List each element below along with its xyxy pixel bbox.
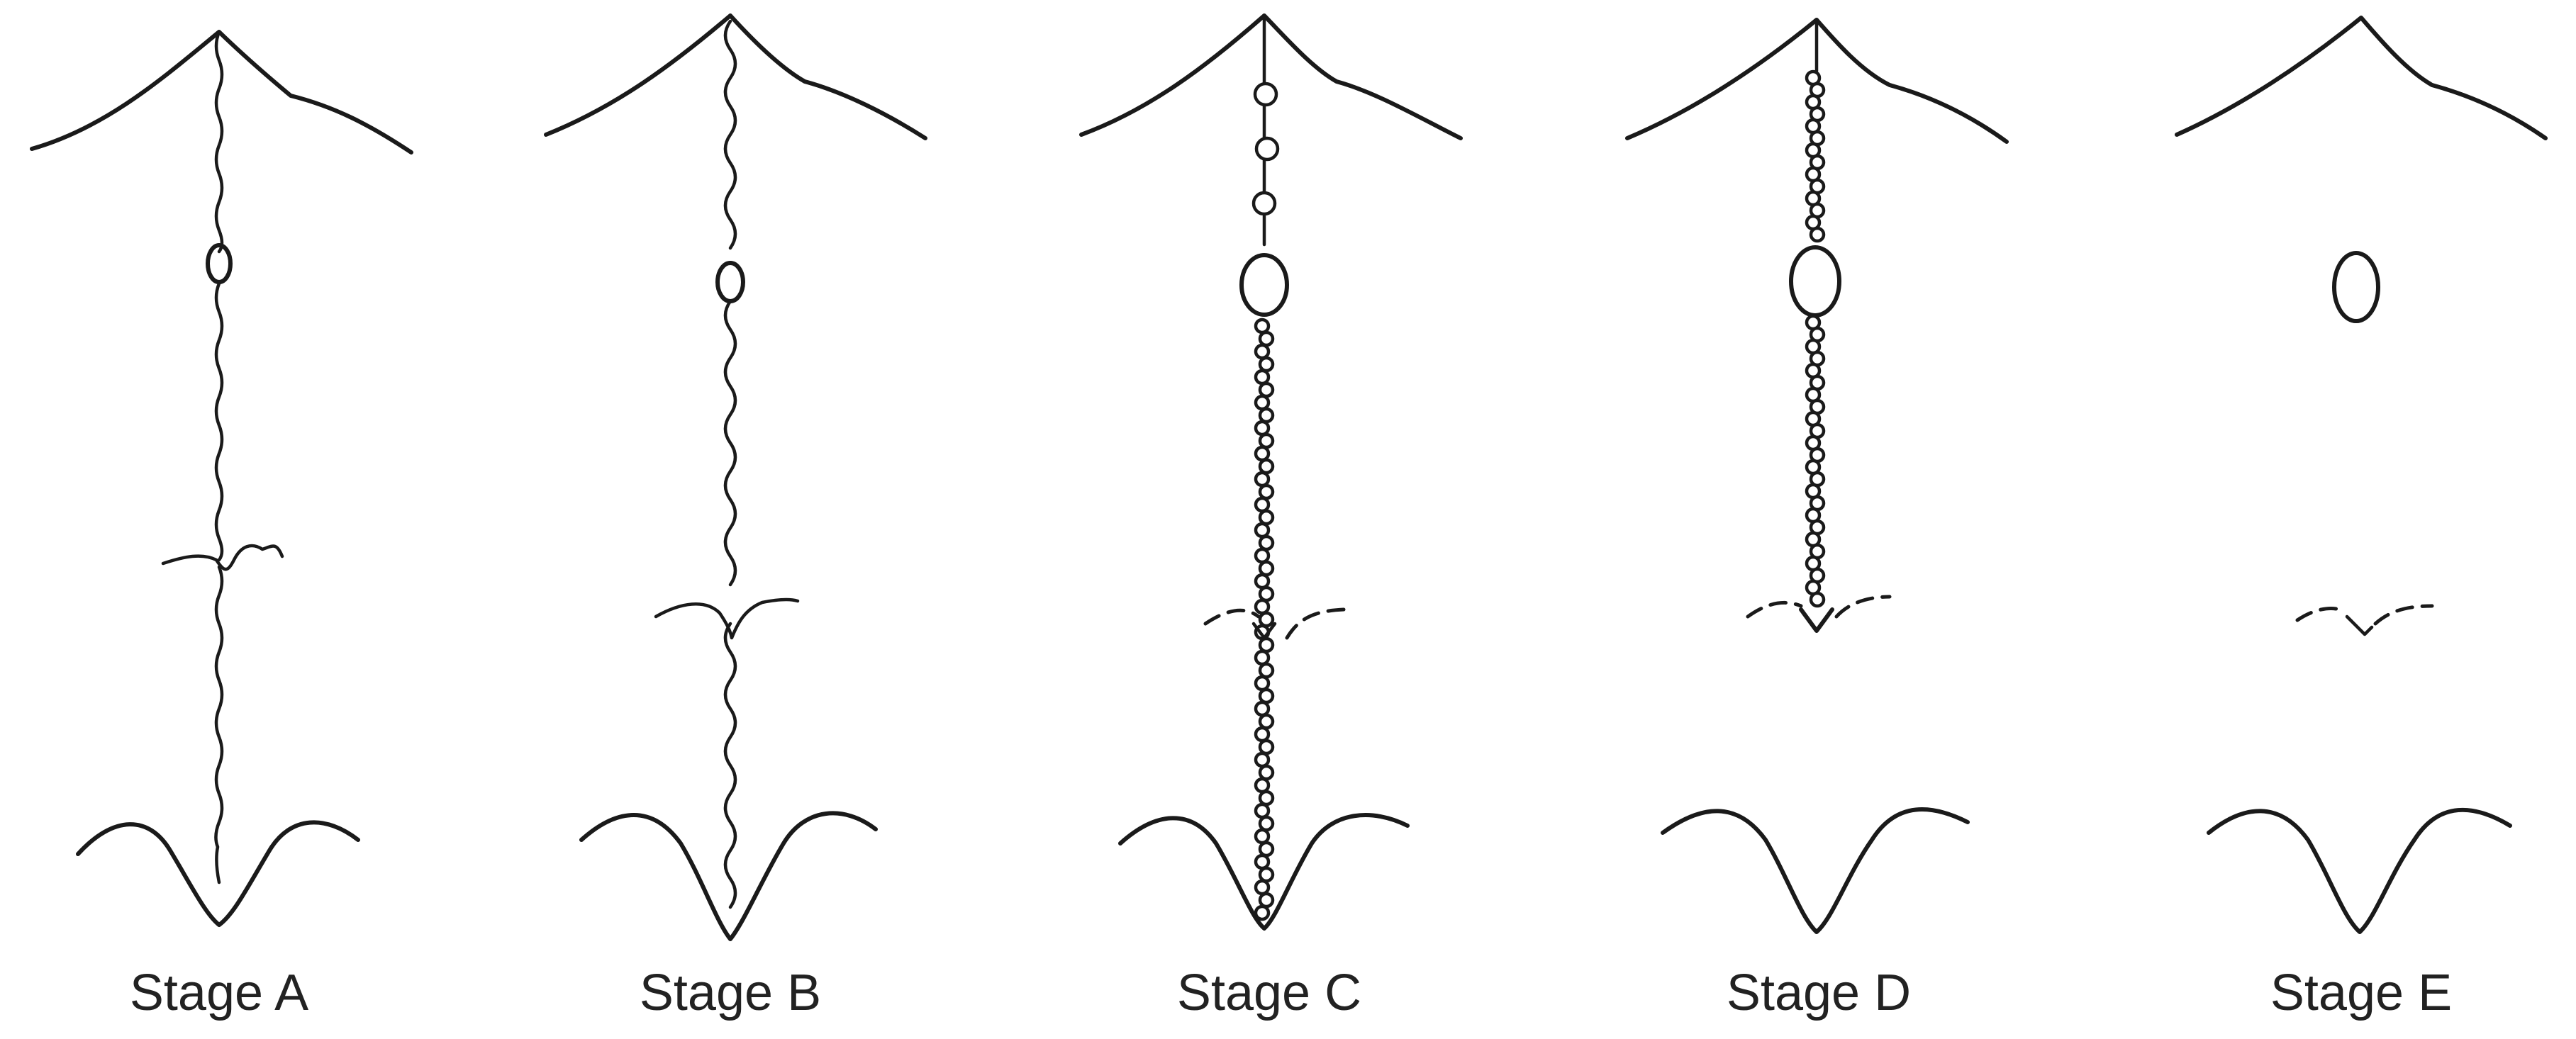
stage-label: Stage E <box>2270 965 2452 1021</box>
bead <box>1258 764 1275 781</box>
bead <box>1254 700 1271 717</box>
stage-label: Stage C <box>1177 965 1361 1021</box>
bead-chain <box>1254 318 1275 921</box>
oval-node <box>1239 253 1289 317</box>
bead <box>1254 394 1271 411</box>
upper-boundary-curve <box>544 13 927 140</box>
bead <box>1254 445 1271 462</box>
crossing-membrane-right <box>1834 595 1892 619</box>
oval-node <box>715 261 745 303</box>
crossing-membrane-middle <box>2345 614 2374 636</box>
stage-e: Stage E <box>2175 16 2548 1021</box>
bead <box>1258 790 1275 807</box>
crossing-membrane <box>654 597 800 640</box>
bead <box>1258 738 1275 756</box>
bead <box>1254 136 1280 162</box>
lower-boundary-curve <box>76 820 360 927</box>
bead <box>1254 547 1271 564</box>
lower-boundary-curve <box>1118 813 1410 931</box>
bead <box>1258 611 1275 628</box>
upper-boundary-curve <box>30 30 413 155</box>
crossing-membrane <box>161 544 284 571</box>
bead <box>1258 509 1275 526</box>
bead <box>1254 369 1271 386</box>
wavy-strand <box>214 30 224 884</box>
chain-arrowhead <box>1251 622 1277 640</box>
stage-a: Stage A <box>30 30 413 1021</box>
stage-c: Stage C <box>1079 13 1463 1021</box>
lower-boundary-curve <box>2207 807 2512 934</box>
bead <box>1258 585 1275 602</box>
bead <box>1258 534 1275 551</box>
stage-label: Stage A <box>130 965 308 1021</box>
oval-node <box>2332 251 2380 323</box>
lower-boundary-curve <box>579 811 878 941</box>
bead-chain-upper <box>1805 69 1826 243</box>
crossing-membrane-left <box>2295 606 2346 622</box>
bead <box>1254 343 1271 360</box>
bead <box>1254 522 1271 539</box>
bead <box>1254 471 1271 488</box>
bead <box>1258 458 1275 475</box>
crossing-membrane-right <box>2373 604 2434 626</box>
bead <box>1254 853 1271 870</box>
bead <box>1254 496 1271 513</box>
bead <box>1258 713 1275 730</box>
bead <box>1258 662 1275 679</box>
bead <box>1258 432 1275 449</box>
chain-arrowhead <box>1799 607 1834 633</box>
upper-boundary-curve <box>1625 18 2009 144</box>
bead <box>1258 483 1275 500</box>
bead <box>1251 191 1277 216</box>
stage-d: Stage D <box>1625 18 2009 1021</box>
oval-node <box>206 243 233 284</box>
bead <box>1258 356 1275 373</box>
bead <box>1254 802 1271 819</box>
bead <box>1254 420 1271 437</box>
bead <box>1258 687 1275 704</box>
bead <box>1258 407 1275 424</box>
bead <box>1254 675 1271 692</box>
bead <box>1254 318 1271 335</box>
bead <box>1254 726 1271 743</box>
upper-boundary-curve <box>1079 13 1463 140</box>
bead <box>1258 841 1275 858</box>
bead <box>1254 598 1271 615</box>
bead <box>1254 573 1271 590</box>
bead-chain-lower <box>1805 314 1826 608</box>
crossing-membrane-right <box>1285 607 1346 640</box>
lower-boundary-curve <box>1661 807 1970 934</box>
bead <box>1258 636 1275 653</box>
stage-b: Stage B <box>544 13 927 1021</box>
crossing-membrane-left <box>1746 600 1803 619</box>
bead <box>1254 828 1271 845</box>
bead <box>1254 649 1271 666</box>
bead <box>1254 751 1271 768</box>
bead <box>1258 892 1275 909</box>
upper-boundary-curve <box>2175 16 2548 140</box>
bead <box>1253 82 1278 107</box>
bead <box>1809 591 1826 608</box>
crossing-membrane-left <box>1203 608 1261 626</box>
bead <box>1809 226 1826 243</box>
bead <box>1258 330 1275 347</box>
bead <box>1258 815 1275 832</box>
oval-node <box>1789 245 1841 318</box>
bead <box>1254 904 1271 921</box>
bead <box>1254 879 1271 896</box>
stage-label: Stage D <box>1727 965 1911 1021</box>
bead <box>1258 560 1275 577</box>
bead <box>1254 777 1271 794</box>
wavy-strand <box>723 19 737 909</box>
stage-label: Stage B <box>640 965 821 1021</box>
bead <box>1258 866 1275 883</box>
bead <box>1258 381 1275 398</box>
